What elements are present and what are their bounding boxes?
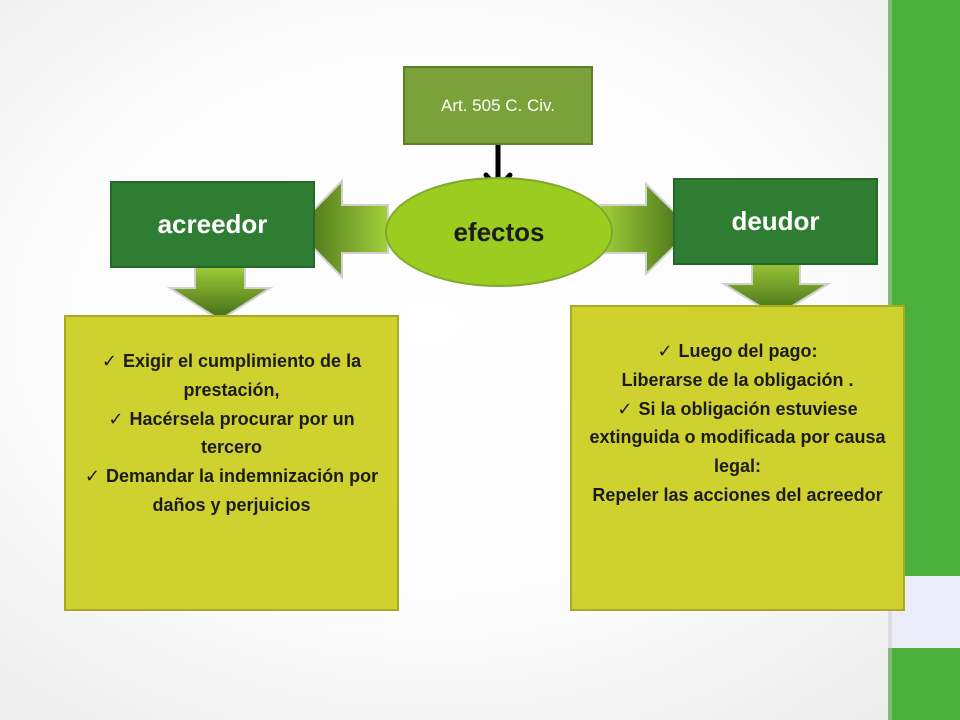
check-icon: ✓: [84, 466, 101, 487]
left-arrow-icon: [293, 178, 389, 280]
list-item-text: Hacérsela procurar por un tercero: [129, 408, 355, 458]
efectos-label: efectos: [453, 216, 545, 247]
deudor-rights-box: ✓Luego del pago: Liberarse de la obligac…: [570, 305, 905, 611]
check-icon: ✓: [617, 398, 633, 419]
check-icon: ✓: [101, 351, 118, 371]
check-icon: ✓: [108, 408, 124, 429]
list-item-text: Luego del pago:: [678, 341, 818, 361]
check-icon: ✓: [657, 341, 673, 361]
right-arrow-icon: [599, 181, 694, 277]
article-reference-label: Art. 505 C. Civ.: [441, 95, 555, 115]
acreedor-label: acreedor: [157, 209, 268, 239]
list-item-plain: Repeler las acciones del acreedor: [592, 484, 883, 505]
list-item-plain: Liberarse de la obligación .: [621, 369, 854, 390]
list-item-text: Demandar la indemnización por daños y pe…: [106, 466, 379, 515]
acreedor-box: acreedor: [110, 181, 315, 268]
list-item-text: Exigir el cumplimiento de la prestación,: [123, 351, 362, 400]
list-item: ✓Demandar la indemnización por daños y p…: [76, 462, 387, 520]
list-item: ✓Hacérsela procurar por un tercero: [76, 405, 387, 463]
list-item: ✓Si la obligación estuviese extinguida o…: [580, 395, 895, 481]
list-item: ✓Exigir el cumplimiento de la prestación…: [76, 347, 387, 405]
efectos-ellipse: efectos: [385, 177, 613, 287]
list-item: ✓Luego del pago:: [580, 337, 895, 366]
article-reference-box: Art. 505 C. Civ.: [403, 66, 593, 145]
side-green-bar-bottom: [888, 648, 960, 720]
left-down-arrow-icon: [166, 264, 274, 322]
deudor-label: deudor: [731, 206, 820, 236]
acreedor-rights-box: ✓Exigir el cumplimiento de la prestación…: [64, 315, 399, 611]
list-item-text: Si la obligación estuviese extinguida o …: [589, 398, 886, 477]
deudor-box: deudor: [673, 178, 878, 265]
